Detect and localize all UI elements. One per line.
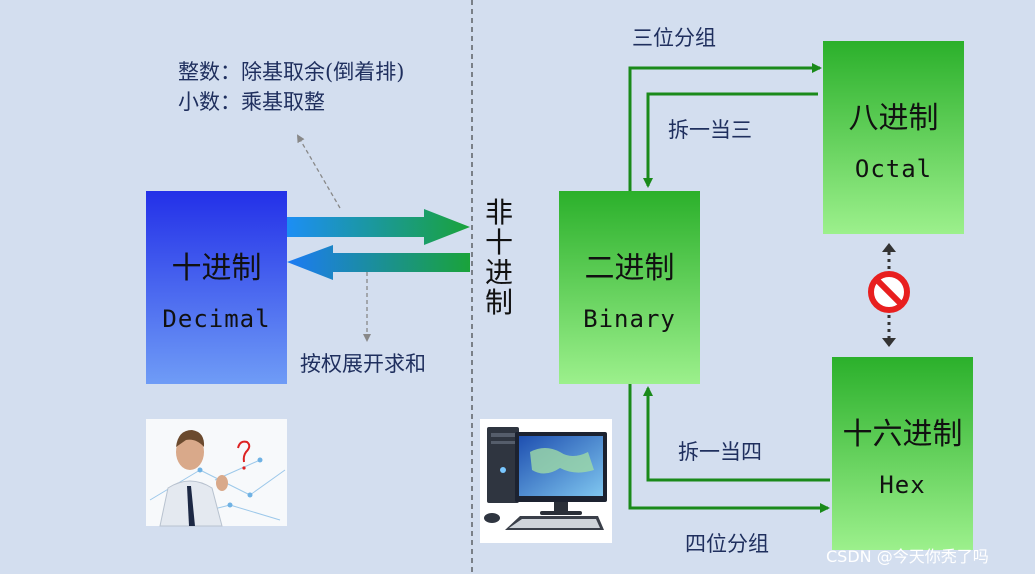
oct-to-bin-arrow — [643, 92, 818, 188]
integer-rule-note: 整数：除基取余(倒着排) — [178, 60, 405, 84]
binary-node: 二进制 Binary — [559, 191, 700, 384]
bin-to-hex-arrow — [628, 384, 830, 513]
expand-sum-note: 按权展开求和 — [300, 352, 426, 376]
rule-pointer — [296, 134, 341, 209]
csdn-watermark: CSDN @今天你秃了吗 — [826, 547, 989, 566]
nondecimal-to-decimal-arrow — [287, 245, 470, 280]
fraction-rule-note: 小数：乘基取整 — [178, 90, 325, 114]
prohibited-icon — [868, 271, 910, 313]
binary-box-fill — [559, 191, 700, 384]
thinking-person-image — [146, 419, 287, 527]
hex-to-bin-label: 拆一当四 — [678, 440, 762, 464]
decimal-en-label: Decimal — [162, 304, 271, 333]
binary-zh-label: 二进制 — [584, 250, 675, 286]
oct-hex-arrowhead-up — [882, 243, 896, 252]
decimal-zh-label: 十进制 — [171, 250, 262, 286]
octal-zh-label: 八进制 — [848, 100, 939, 136]
decimal-to-nondecimal-arrow — [287, 209, 470, 245]
hex-to-bin-arrow — [643, 386, 830, 482]
decimal-node: 十进制 Decimal — [146, 191, 287, 384]
octal-node: 八进制 Octal — [823, 41, 964, 234]
hex-box-fill — [832, 357, 973, 550]
bin-to-oct-label: 三位分组 — [632, 26, 716, 50]
bin-to-hex-label: 四位分组 — [685, 532, 769, 556]
computer-image — [480, 419, 612, 543]
octal-en-label: Octal — [854, 154, 933, 183]
binary-en-label: Binary — [583, 304, 676, 333]
non-decimal-label: 非十进制 — [484, 196, 513, 319]
bin-to-oct-arrow — [628, 63, 822, 191]
octal-box-fill — [823, 41, 964, 234]
hex-en-label: Hex — [879, 470, 926, 499]
hex-node: 十六进制 Hex — [832, 357, 973, 550]
decimal-box-fill — [146, 191, 287, 384]
hex-zh-label: 十六进制 — [842, 416, 963, 452]
oct-to-bin-label: 拆一当三 — [668, 118, 752, 142]
oct-hex-arrowhead-down — [882, 338, 896, 347]
